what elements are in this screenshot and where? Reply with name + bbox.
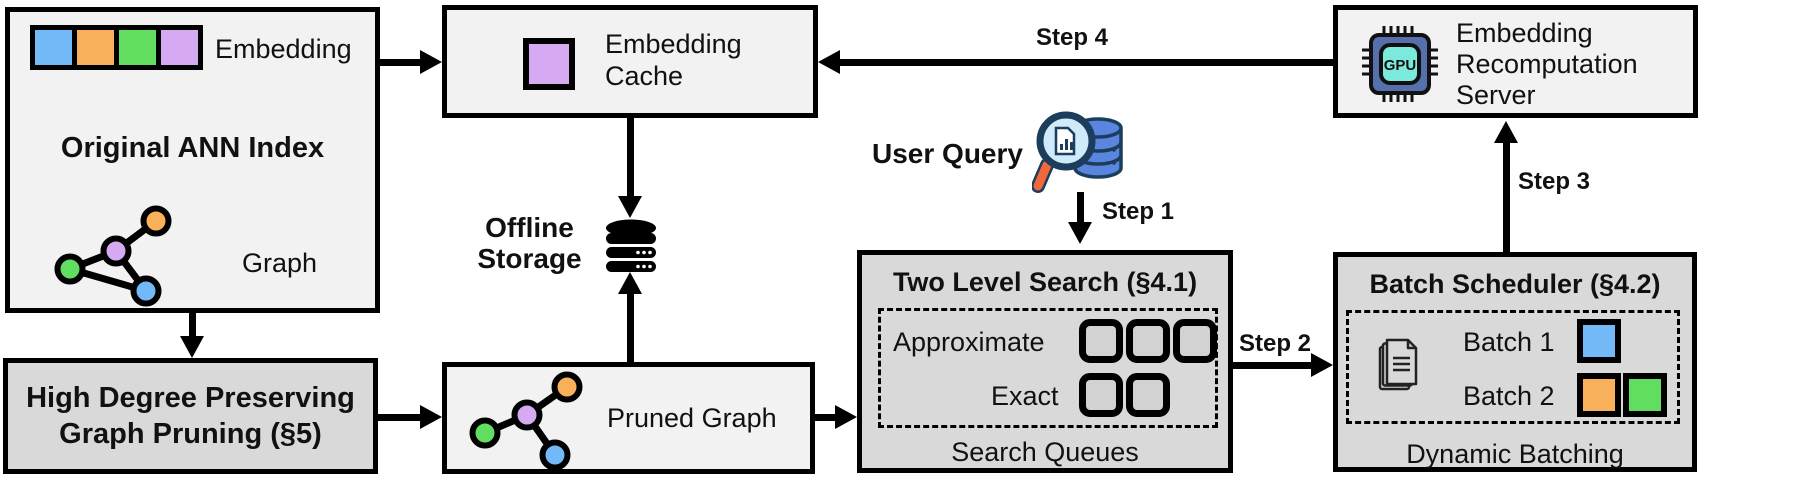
- embedding-cell-green: [119, 30, 156, 65]
- approximate-queue-icons: [1079, 319, 1217, 363]
- batch2-color-chips: [1577, 373, 1667, 417]
- step3-label: Step 3: [1518, 168, 1591, 195]
- arrow-step3: [1503, 142, 1510, 252]
- arrow-ann-to-pruning: [189, 313, 196, 339]
- user-query-label: User Query: [872, 138, 1023, 169]
- recomputation-server-label: Embedding Recomputation Server: [1456, 18, 1638, 110]
- batch-scheduler-box: Batch Scheduler (§4.2) Batch 1 Batch 2: [1333, 252, 1697, 472]
- offline-storage-label: Offline Storage: [477, 212, 582, 274]
- arrow-pruned-graph-to-storage: [627, 292, 634, 362]
- arrow-cache-to-storage: [627, 118, 634, 198]
- pruned-graph-label: Pruned Graph: [607, 403, 777, 433]
- graph-pruning-box: High Degree Preserving Graph Pruning (§5…: [3, 358, 378, 474]
- two-level-search-box: Two Level Search (§4.1) Approximate Exac…: [857, 250, 1233, 473]
- arrow-pruned-graph-to-search: [815, 414, 837, 421]
- exact-label: Exact: [991, 381, 1059, 411]
- embedding-cell-purple: [161, 30, 198, 65]
- graph-icon: [54, 205, 172, 307]
- offline-storage-database-icon: [606, 219, 656, 272]
- batch1-color-chip: [1577, 319, 1621, 363]
- arrowhead: [618, 272, 642, 294]
- arrowhead: [420, 50, 442, 74]
- queue-slot-icon: [1079, 319, 1123, 363]
- embedding-cell-blue: [35, 30, 72, 65]
- embedding-label: Embedding: [215, 34, 352, 64]
- query-search-icon: [1032, 111, 1123, 193]
- arrow-step1: [1077, 192, 1084, 224]
- documents-icon: [1378, 338, 1418, 391]
- arrow-pruning-to-pruned-graph: [378, 414, 422, 421]
- queue-slot-icon: [1173, 319, 1217, 363]
- pruned-graph-box: Pruned Graph: [442, 362, 815, 474]
- arrow-step4: [838, 59, 1333, 66]
- arrowhead: [420, 405, 442, 429]
- embedding-cache-label: Embedding Cache: [605, 29, 742, 91]
- dynamic-batching-label: Dynamic Batching: [1406, 439, 1624, 469]
- step2-label: Step 2: [1239, 330, 1312, 357]
- step1-label: Step 1: [1102, 198, 1175, 225]
- queue-slot-icon: [1079, 373, 1123, 417]
- gpu-chip-label: GPU: [1384, 57, 1417, 74]
- arrowhead: [1068, 222, 1092, 244]
- arrowhead: [180, 336, 204, 358]
- arrow-step2: [1233, 362, 1313, 369]
- dynamic-batching-panel: Batch 1 Batch 2: [1346, 310, 1680, 424]
- batch2-color-chip-orange: [1577, 373, 1621, 417]
- search-queues-label: Search Queues: [951, 437, 1139, 467]
- arrowhead: [818, 50, 840, 74]
- two-level-search-title: Two Level Search (§4.1): [892, 267, 1198, 297]
- gpu-chip-icon: GPU: [1362, 26, 1438, 102]
- embedding-vector-icon: [30, 25, 203, 70]
- batch2-color-chip-green: [1623, 373, 1667, 417]
- batch1-label: Batch 1: [1463, 327, 1555, 357]
- queue-slot-icon: [1126, 373, 1170, 417]
- embedding-cell-orange: [77, 30, 114, 65]
- original-ann-index-box: Embedding Original ANN Index Graph: [5, 7, 380, 313]
- pruned-graph-icon: [469, 371, 583, 469]
- arrowhead: [618, 196, 642, 218]
- graph-pruning-label: High Degree Preserving Graph Pruning (§5…: [26, 382, 355, 450]
- embedding-cache-box: Embedding Cache: [442, 5, 818, 118]
- batch-scheduler-title: Batch Scheduler (§4.2): [1369, 269, 1661, 299]
- original-ann-index-title: Original ANN Index: [60, 132, 325, 164]
- arrow-ann-to-cache: [380, 59, 422, 66]
- arrowhead: [835, 405, 857, 429]
- recomputation-server-box: GPU Embedding Recomputation Server: [1333, 5, 1698, 118]
- exact-queue-icons: [1079, 373, 1170, 417]
- step4-label: Step 4: [1036, 24, 1109, 51]
- graph-label: Graph: [242, 248, 318, 278]
- batch2-label: Batch 2: [1463, 381, 1555, 411]
- approximate-label: Approximate: [893, 327, 1045, 357]
- arrowhead: [1311, 353, 1333, 377]
- search-queues-panel: Approximate Exact: [878, 308, 1218, 428]
- queue-slot-icon: [1126, 319, 1170, 363]
- cached-embedding-icon: [523, 38, 575, 90]
- arrowhead: [1494, 121, 1518, 143]
